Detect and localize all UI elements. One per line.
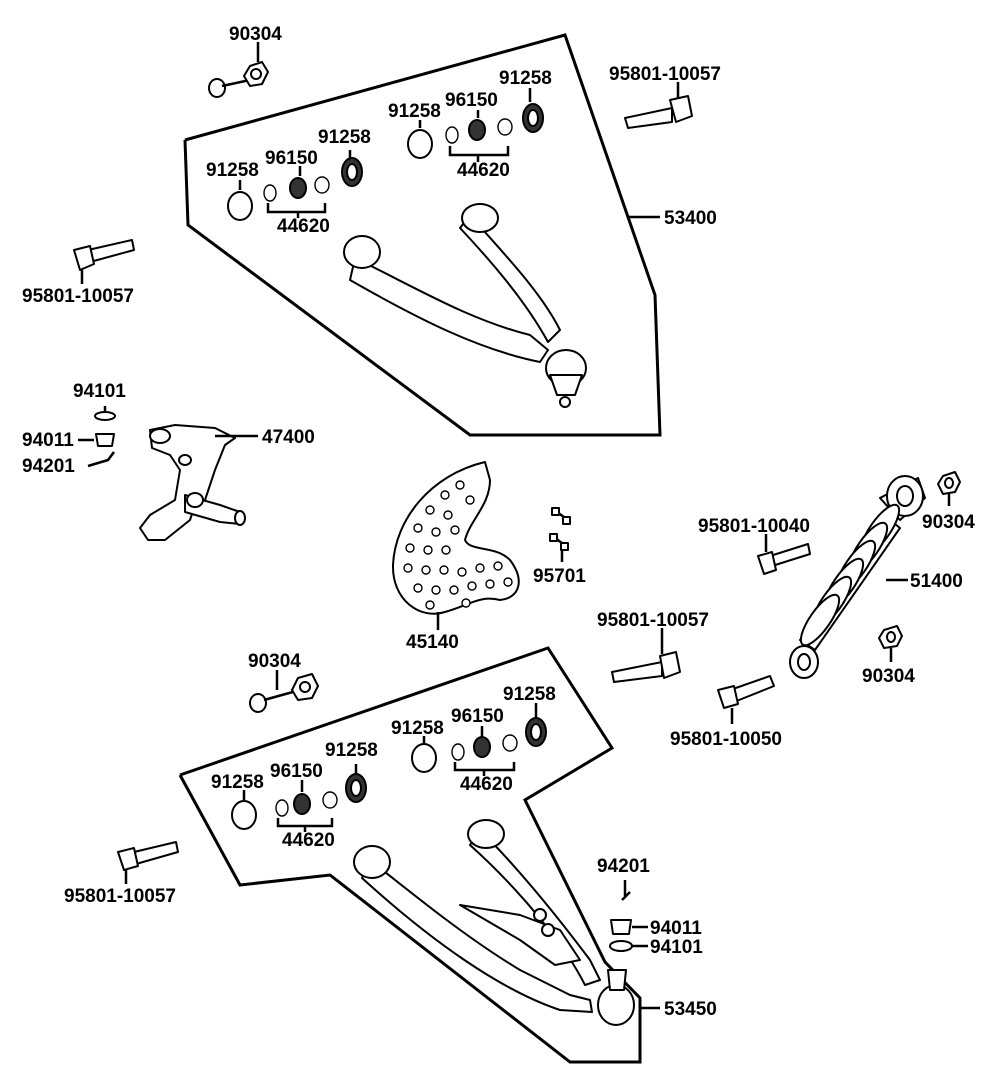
label-91258-a: 91258 xyxy=(206,160,259,181)
nut-90304-right-top xyxy=(937,471,961,495)
label-94201-right: 94201 xyxy=(597,856,650,877)
label-90304-right-top: 90304 xyxy=(922,512,975,533)
brake-disc xyxy=(391,461,520,615)
label-94011-left: 94011 xyxy=(22,430,74,451)
label-96150-a: 96150 xyxy=(265,148,318,169)
lower-arm-assembly-group: 53450 91258 96150 91258 446 xyxy=(178,646,717,1064)
bolt-95801-10040 xyxy=(757,543,811,575)
label-44620-c: 44620 xyxy=(282,830,335,851)
upper-left-bushing-set xyxy=(227,157,363,221)
label-94201-left: 94201 xyxy=(22,456,75,477)
label-94101-left: 94101 xyxy=(73,381,126,402)
label-90304-top: 90304 xyxy=(229,24,282,45)
brake-disc-holes xyxy=(403,480,513,610)
label-95801-10057-left: 95801-10057 xyxy=(22,286,134,307)
label-51400: 51400 xyxy=(910,571,963,592)
bolt-95801-10057-upper-right xyxy=(624,95,693,129)
label-91258-c: 91258 xyxy=(388,101,441,122)
label-95801-10057-middle: 95801-10057 xyxy=(597,610,709,631)
label-44620-b: 44620 xyxy=(457,160,510,181)
label-44620-d: 44620 xyxy=(460,774,513,795)
label-94011-right: 94011 xyxy=(650,918,702,939)
label-91258-b: 91258 xyxy=(318,127,371,148)
bolt-95801-10057-left xyxy=(73,239,135,271)
nut-90304-right-bottom xyxy=(878,625,903,649)
label-96150-b: 96150 xyxy=(445,90,498,111)
label-91258-f: 91258 xyxy=(325,740,378,761)
label-91258-g: 91258 xyxy=(391,718,444,739)
lower-a-arm xyxy=(353,819,635,1026)
label-53450: 53450 xyxy=(664,999,717,1020)
label-95801-10040: 95801-10040 xyxy=(698,516,810,537)
label-91258-e: 91258 xyxy=(211,772,264,793)
nut-90304-top xyxy=(208,61,269,98)
label-90304-right-bottom: 90304 xyxy=(862,666,915,687)
label-47400: 47400 xyxy=(262,427,315,448)
label-95801-10057-bottom: 95801-10057 xyxy=(64,886,176,907)
shock-absorber xyxy=(789,475,926,679)
upper-arm-assembly-outline xyxy=(183,33,662,437)
bolt-95801-10057-middle xyxy=(611,651,681,683)
bolt-95801-10057-lower-left xyxy=(117,841,179,871)
label-94101-right: 94101 xyxy=(650,937,703,958)
lower-arm-assembly-outline xyxy=(178,646,642,1064)
lower-right-bushing-set xyxy=(411,717,547,773)
label-95801-10050: 95801-10050 xyxy=(670,729,782,750)
label-45140: 45140 xyxy=(406,632,459,653)
bolt-95801-10050 xyxy=(717,675,775,709)
hardware-left-knuckle xyxy=(87,406,116,468)
bleeder-valve xyxy=(549,507,571,551)
upper-arm-assembly-group: 53400 91258 96150 91258 44620 xyxy=(183,33,717,437)
label-91258-d: 91258 xyxy=(499,68,552,89)
lower-left-bushing-set xyxy=(231,773,367,830)
steering-knuckle xyxy=(139,424,246,541)
upper-right-bushing-set xyxy=(407,103,544,159)
upper-a-arm xyxy=(343,203,587,408)
label-95801-10057-top: 95801-10057 xyxy=(609,64,721,85)
label-90304-middle: 90304 xyxy=(248,651,301,672)
label-96150-c: 96150 xyxy=(270,761,323,782)
hardware-lower-right xyxy=(609,880,633,952)
label-53400: 53400 xyxy=(664,208,717,229)
nut-90304-middle xyxy=(249,673,319,713)
label-44620-a: 44620 xyxy=(277,216,330,237)
label-91258-h: 91258 xyxy=(503,684,556,705)
label-96150-d: 96150 xyxy=(451,706,504,727)
label-95701: 95701 xyxy=(533,566,586,587)
shock-spring xyxy=(799,503,901,647)
